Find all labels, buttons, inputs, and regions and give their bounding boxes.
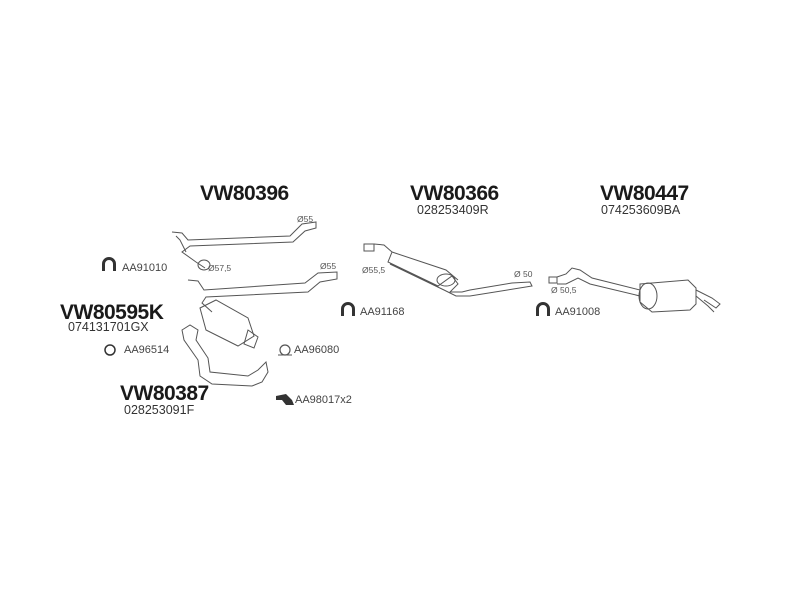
diameter-label: Ø55: [297, 214, 314, 224]
part-number-rear-silencer: VW80447: [600, 182, 689, 205]
clamp-icon: [536, 302, 550, 316]
part-number-middle-silencer: VW80366: [410, 182, 499, 205]
catalyst-drawing: [187, 271, 338, 349]
part-number-front-pipe: VW80396: [200, 182, 289, 205]
accessory-clamp-label: AA91010: [122, 262, 168, 274]
gasket-icon: [278, 344, 292, 356]
accessory-bracket-label: AA98017x2: [295, 394, 352, 406]
accessory-clamp-label: AA91168: [360, 306, 405, 318]
rear-silencer-drawing: [548, 267, 721, 313]
clamp-icon: [341, 302, 355, 316]
clamp-icon: [102, 257, 116, 271]
oem-number-catalyst: 074131701GX: [68, 320, 149, 334]
diameter-label: Ø 50: [514, 269, 533, 279]
accessory-ring-label: AA96514: [124, 344, 170, 356]
exhaust-pipe-drawing: [181, 324, 269, 387]
oem-number-rear-silencer: 074253609BA: [601, 203, 681, 217]
diameter-label: Ø 50,5: [551, 285, 577, 295]
middle-silencer-drawing: [363, 243, 533, 297]
ring-icon: [104, 344, 116, 356]
accessory-clamp-label: AA91008: [555, 306, 601, 318]
front-pipe-drawing: [171, 221, 317, 271]
oem-number-middle-silencer: 028253409R: [417, 203, 489, 217]
bracket-icon: [276, 394, 294, 405]
part-number-exhaust-pipe: VW80387: [120, 382, 209, 405]
part-number-catalyst: VW80595K: [60, 301, 164, 324]
diameter-label: Ø55,5: [362, 265, 386, 275]
accessory-gasket-label: AA96080: [294, 344, 340, 356]
diameter-label: Ø55: [320, 261, 337, 271]
oem-number-exhaust-pipe: 028253091F: [124, 403, 195, 417]
diameter-label: Ø57,5: [208, 263, 232, 273]
